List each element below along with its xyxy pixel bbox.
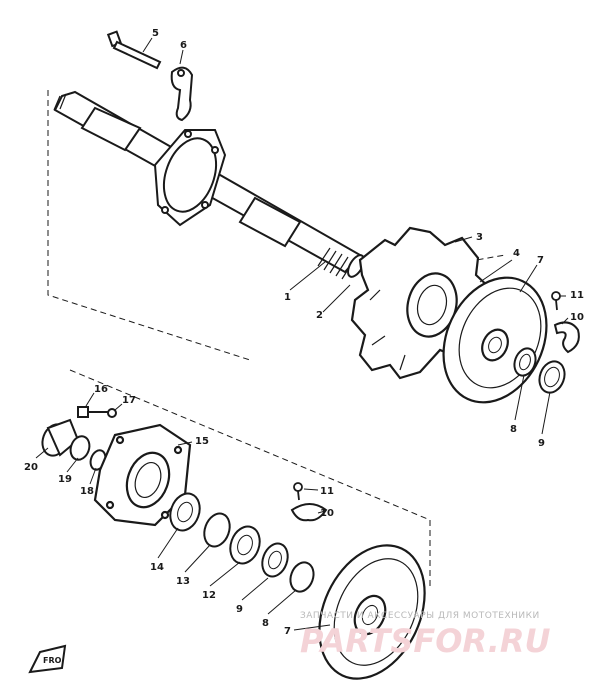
part-labels: 5 6 3 4 7 11 10 1 2 8 9 16 17 15 20 19 1…: [24, 28, 584, 637]
label-part-10-lower: 10: [320, 508, 334, 519]
label-part-8-upper: 8: [510, 424, 517, 435]
front-mark-text: FRO: [43, 656, 62, 665]
shaft-flange: [153, 129, 227, 227]
watermark: ЗАПЧАСТИ И АКСЕССУАРЫ ДЛЯ МОТОТЕХНИКИ PA…: [300, 611, 550, 660]
watermark-tagline: ЗАПЧАСТИ И АКСЕССУАРЫ ДЛЯ МОТОТЕХНИКИ: [300, 611, 540, 621]
label-part-16: 16: [94, 384, 108, 395]
label-part-12: 12: [202, 590, 216, 601]
bolt-16: [77, 406, 108, 418]
clip-10-upper: [553, 321, 580, 354]
leader-lines-lower: [35, 392, 331, 631]
label-part-8-lower: 8: [262, 618, 269, 629]
bearing-8-lower: [289, 561, 315, 593]
label-part-3: 3: [476, 232, 483, 243]
label-part-10-upper: 10: [570, 312, 584, 323]
bearing-8-upper: [513, 347, 537, 377]
label-part-14: 14: [150, 562, 164, 573]
label-part-19: 19: [58, 474, 72, 485]
bearing-14: [169, 492, 201, 532]
washer-17: [107, 408, 117, 418]
screw-11-lower: [293, 482, 303, 501]
label-part-11-lower: 11: [320, 486, 334, 497]
label-part-5: 5: [152, 28, 159, 39]
seal-19: [69, 435, 91, 461]
label-part-4: 4: [513, 248, 520, 259]
collar-12: [229, 525, 261, 565]
idler-wheel-lower: [318, 544, 426, 680]
label-part-7-lower: 7: [284, 626, 291, 637]
label-part-7-upper: 7: [537, 255, 544, 266]
label-part-9-upper: 9: [538, 438, 545, 449]
dashed-frame: [47, 90, 506, 590]
label-part-9-lower: 9: [236, 604, 243, 615]
bearing-housing-15: [93, 423, 192, 527]
label-part-1: 1: [284, 292, 291, 303]
label-part-11-upper: 11: [570, 290, 584, 301]
circlip-13: [203, 512, 231, 548]
leader-lines-upper: [142, 37, 569, 435]
label-part-20: 20: [24, 462, 38, 473]
front-arrow-icon: FRO: [28, 644, 67, 674]
screw-11-upper: [551, 291, 561, 311]
label-part-2: 2: [316, 310, 323, 321]
watermark-logo: PARTSFOR.RU: [300, 622, 550, 660]
label-part-13: 13: [176, 576, 190, 587]
label-part-15: 15: [195, 436, 209, 447]
lock-plate-6: [170, 66, 194, 122]
clip-10-lower: [290, 503, 328, 522]
label-part-6: 6: [180, 40, 187, 51]
label-part-18: 18: [80, 486, 94, 497]
seal-9-lower: [261, 542, 289, 578]
seal-9-upper: [538, 360, 566, 394]
label-part-17: 17: [122, 395, 136, 406]
bolt-5: [106, 30, 162, 70]
